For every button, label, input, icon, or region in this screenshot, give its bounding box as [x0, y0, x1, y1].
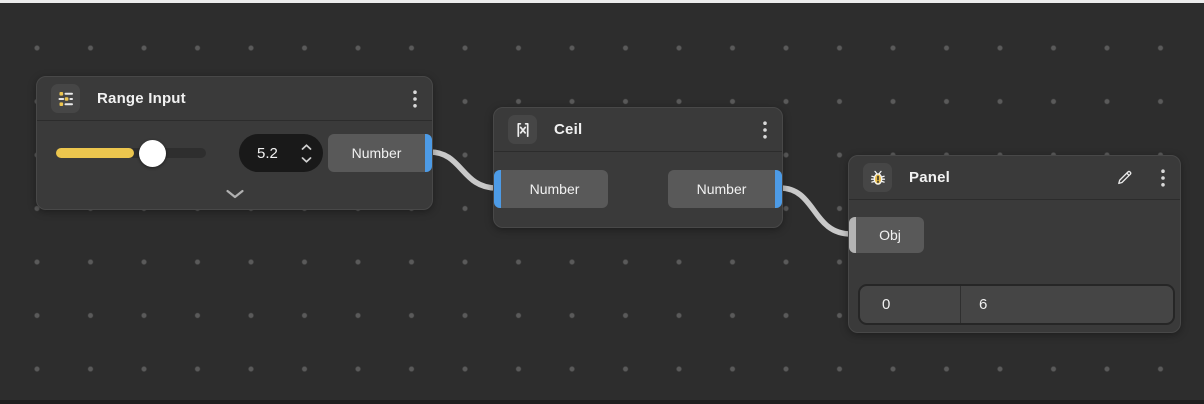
kebab-menu-icon[interactable] [412, 89, 418, 109]
node-range-input[interactable]: Range Input 5.2 [36, 76, 433, 210]
range-slider-handle[interactable] [139, 139, 166, 167]
table-cell-index: 0 [860, 286, 961, 323]
socket-label: Number [529, 181, 580, 197]
range-input-header: Range Input [37, 77, 432, 121]
socket-connector-bar[interactable] [425, 134, 432, 172]
wire-ceil-to-panel[interactable] [777, 185, 854, 237]
socket-panel-input-obj[interactable]: Obj [849, 217, 924, 253]
socket-ceil-input-number[interactable]: Number [494, 170, 608, 208]
top-edge-strip [0, 0, 1204, 3]
kebab-menu-icon[interactable] [1160, 168, 1166, 188]
pencil-icon[interactable] [1115, 168, 1134, 187]
node-panel[interactable]: Panel Obj 0 6 [848, 155, 1181, 333]
table-cell-value: 6 [979, 296, 988, 313]
range-slider-fill [56, 148, 134, 158]
collapse-chevron-down-icon[interactable] [225, 186, 244, 204]
function-ceil-icon [508, 115, 537, 144]
kebab-menu-icon[interactable] [762, 120, 768, 140]
wire-range-to-ceil[interactable] [427, 149, 499, 191]
node-title: Panel [909, 169, 951, 186]
socket-connector-bar[interactable] [494, 170, 501, 208]
socket-range-output-number[interactable]: Number [328, 134, 432, 172]
stepper-down-icon[interactable] [301, 156, 312, 163]
bottom-edge-strip [0, 400, 1204, 404]
socket-label: Obj [879, 227, 901, 243]
panel-header: Panel [849, 156, 1180, 200]
socket-label: Number [351, 145, 402, 161]
socket-ceil-output-number[interactable]: Number [668, 170, 782, 208]
range-slider-track[interactable] [56, 139, 206, 167]
sliders-icon [51, 84, 80, 113]
node-title: Range Input [97, 90, 186, 107]
value-input[interactable]: 5.2 [239, 134, 323, 172]
ceil-header: Ceil [494, 108, 782, 152]
node-title: Ceil [554, 121, 583, 138]
bug-icon [863, 163, 892, 192]
node-ceil[interactable]: Ceil Number Number [493, 107, 783, 228]
socket-connector-bar[interactable] [775, 170, 782, 208]
value-text: 5.2 [257, 144, 278, 162]
panel-value-table: 0 6 [858, 284, 1175, 325]
stepper-up-icon[interactable] [301, 143, 312, 150]
socket-label: Number [696, 181, 747, 197]
socket-connector-bar[interactable] [849, 217, 856, 253]
